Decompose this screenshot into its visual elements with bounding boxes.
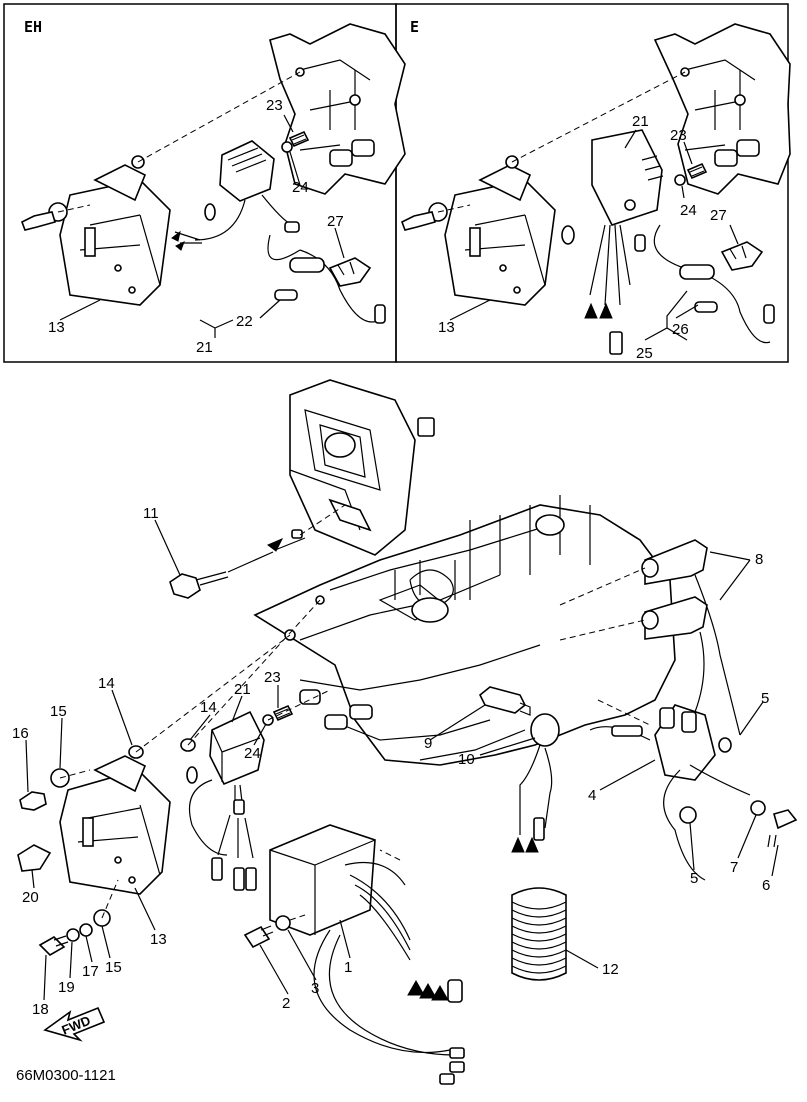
label-17: 17 [82, 963, 99, 980]
eh-wire-leads [267, 234, 386, 324]
label-e-26: 26 [672, 321, 689, 338]
spring-sleeve-12 [511, 887, 567, 981]
inset-eh-title: EH [24, 18, 42, 36]
label-e-24: 24 [680, 202, 697, 219]
label-eh-22: 22 [236, 313, 253, 330]
label-24: 24 [244, 745, 261, 762]
label-1: 1 [344, 959, 352, 976]
label-15a: 15 [50, 703, 67, 720]
ignition-coil-4 [589, 704, 751, 881]
label-6: 6 [762, 877, 770, 894]
label-eh-27: 27 [327, 213, 344, 230]
label-e-13: 13 [438, 319, 455, 336]
bolt-6-washer-7 [750, 800, 798, 848]
label-eh-21: 21 [196, 339, 213, 356]
e-clamp-27 [720, 241, 764, 271]
eh-dash-lines [57, 71, 301, 213]
label-e-23: 23 [670, 127, 687, 144]
inset-e [395, 3, 789, 363]
spark-plug-caps-8 [641, 539, 741, 736]
label-14b: 14 [200, 699, 217, 716]
label-16: 16 [12, 725, 29, 742]
main-dash-lines [59, 567, 651, 919]
label-23: 23 [264, 669, 281, 686]
engine-block [253, 495, 676, 766]
label-3: 3 [311, 980, 319, 997]
cdi-unit-1 [269, 824, 465, 1085]
label-8: 8 [755, 551, 763, 568]
label-13: 13 [150, 931, 167, 948]
label-5b: 5 [690, 870, 698, 887]
inset-e-title: E [410, 18, 419, 36]
label-e-25: 25 [636, 345, 653, 362]
e-dash-lines [437, 71, 686, 213]
cylinder-head-cover [289, 379, 435, 556]
bolt-18-washers [38, 909, 111, 956]
drawing-code: 66M0300-1121 [16, 1067, 116, 1084]
label-7: 7 [730, 859, 738, 876]
e-engine-fragment [653, 23, 791, 195]
label-2: 2 [282, 995, 290, 1012]
bolt-2-washer-3 [243, 914, 306, 949]
label-5a: 5 [761, 690, 769, 707]
label-9: 9 [424, 735, 432, 752]
eh-leaders [59, 114, 345, 338]
label-21: 21 [234, 681, 251, 698]
label-eh-13: 13 [48, 319, 65, 336]
eh-bracket-13 [59, 164, 171, 306]
e-bolt-23 [674, 162, 708, 186]
fwd-arrow [43, 1006, 106, 1042]
label-eh-23: 23 [266, 97, 283, 114]
clip-20 [17, 844, 52, 872]
label-20: 20 [22, 889, 39, 906]
label-e-21: 21 [632, 113, 649, 130]
label-19: 19 [58, 979, 75, 996]
eh-engine-fragment [269, 23, 406, 195]
e-rectifier-21 [561, 129, 664, 355]
collars-14 [128, 738, 196, 759]
label-10: 10 [458, 751, 475, 768]
rectifier-21 [186, 710, 265, 891]
label-15b: 15 [105, 959, 122, 976]
eh-bolt-washer [20, 155, 145, 231]
label-4: 4 [588, 787, 596, 804]
label-e-27: 27 [710, 207, 727, 224]
thermo-sensor-11 [169, 504, 346, 599]
label-18: 18 [32, 1001, 49, 1018]
e-leaders [449, 129, 739, 341]
eh-rectifier-21 [171, 140, 300, 251]
e-bracket-13 [444, 164, 556, 306]
bracket-13 [59, 755, 171, 895]
eh-bolt-23 [281, 130, 310, 153]
sensor-10 [511, 713, 560, 853]
label-11: 11 [143, 505, 159, 522]
label-14a: 14 [98, 675, 115, 692]
label-eh-24: 24 [292, 179, 309, 196]
label-12: 12 [602, 961, 619, 978]
eh-clamp-27 [328, 257, 372, 287]
main-leaders [25, 519, 779, 1001]
